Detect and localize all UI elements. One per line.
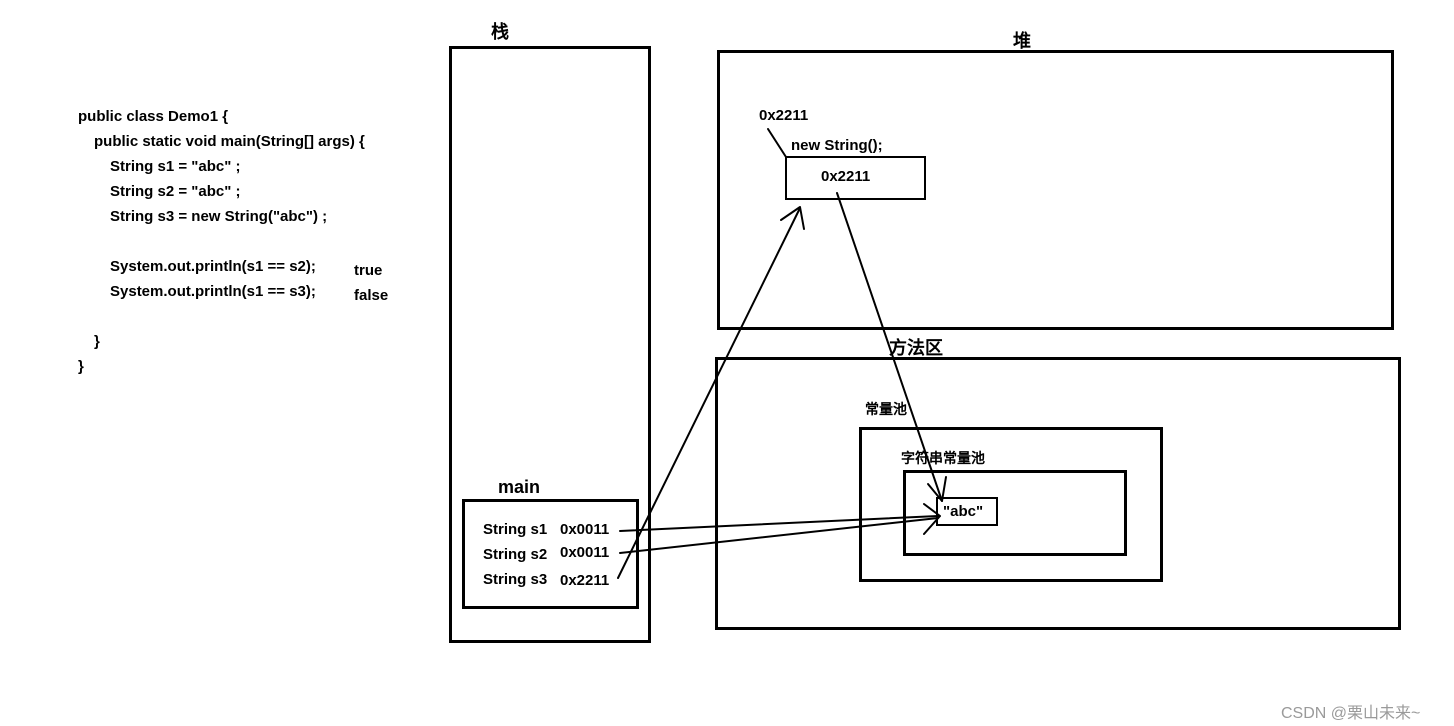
- string-pool-box: [903, 470, 1127, 556]
- var-s1-name: String s1: [483, 521, 548, 538]
- code-line-1: public class Demo1 {: [78, 108, 229, 125]
- watermark: CSDN @栗山未来~: [1281, 705, 1421, 722]
- heap-object-box: [785, 156, 926, 200]
- string-pool-label: 字符串常量池: [901, 450, 985, 466]
- heap-object-content: 0x2211: [821, 168, 871, 185]
- heap-title: 堆: [1013, 31, 1031, 51]
- heap-to-abc-arrowhead: [927, 476, 947, 502]
- var-s2-value: 0x0011: [560, 544, 610, 561]
- constant-pool-label: 常量池: [865, 401, 907, 417]
- var-s2-name: String s2: [483, 546, 548, 563]
- var-s3-name: String s3: [483, 571, 548, 588]
- string-literal-box: [936, 497, 998, 526]
- code-line-5: String s3 = new String("abc") ;: [110, 208, 328, 225]
- method-area-title: 方法区: [889, 338, 943, 358]
- abc-arrowhead: [923, 503, 941, 535]
- code-line-8: }: [94, 333, 100, 350]
- var-s1-value: 0x0011: [560, 521, 610, 538]
- code-line-2: public static void main(String[] args) {: [94, 133, 365, 150]
- main-frame-box: [462, 499, 639, 609]
- var-s3-value: 0x2211: [560, 572, 610, 589]
- stack-box: [449, 46, 651, 643]
- heap-object-label: new String();: [791, 137, 883, 154]
- s3-to-heap-arrow: [617, 207, 801, 579]
- heap-to-abc-arrow: [836, 192, 943, 502]
- code-line-6: System.out.println(s1 == s2);: [110, 258, 316, 275]
- result-false: false: [354, 287, 389, 304]
- result-true: true: [354, 262, 383, 279]
- stack-title: 栈: [491, 22, 509, 42]
- main-frame-title: main: [498, 477, 541, 497]
- code-line-7: System.out.println(s1 == s3);: [110, 283, 316, 300]
- heap-box: [717, 50, 1394, 330]
- s1-to-abc-arrow: [619, 515, 939, 532]
- code-line-9: }: [78, 358, 84, 375]
- s3-to-heap-arrowhead: [780, 206, 805, 230]
- method-area-box: [715, 357, 1401, 630]
- code-line-3: String s1 = "abc" ;: [110, 158, 241, 175]
- s2-to-abc-arrow: [619, 517, 939, 554]
- heap-object-address: 0x2211: [759, 107, 809, 124]
- code-line-4: String s2 = "abc" ;: [110, 183, 241, 200]
- string-literal: "abc": [943, 503, 984, 520]
- constant-pool-box: [859, 427, 1163, 582]
- address-leader-line: [767, 128, 787, 158]
